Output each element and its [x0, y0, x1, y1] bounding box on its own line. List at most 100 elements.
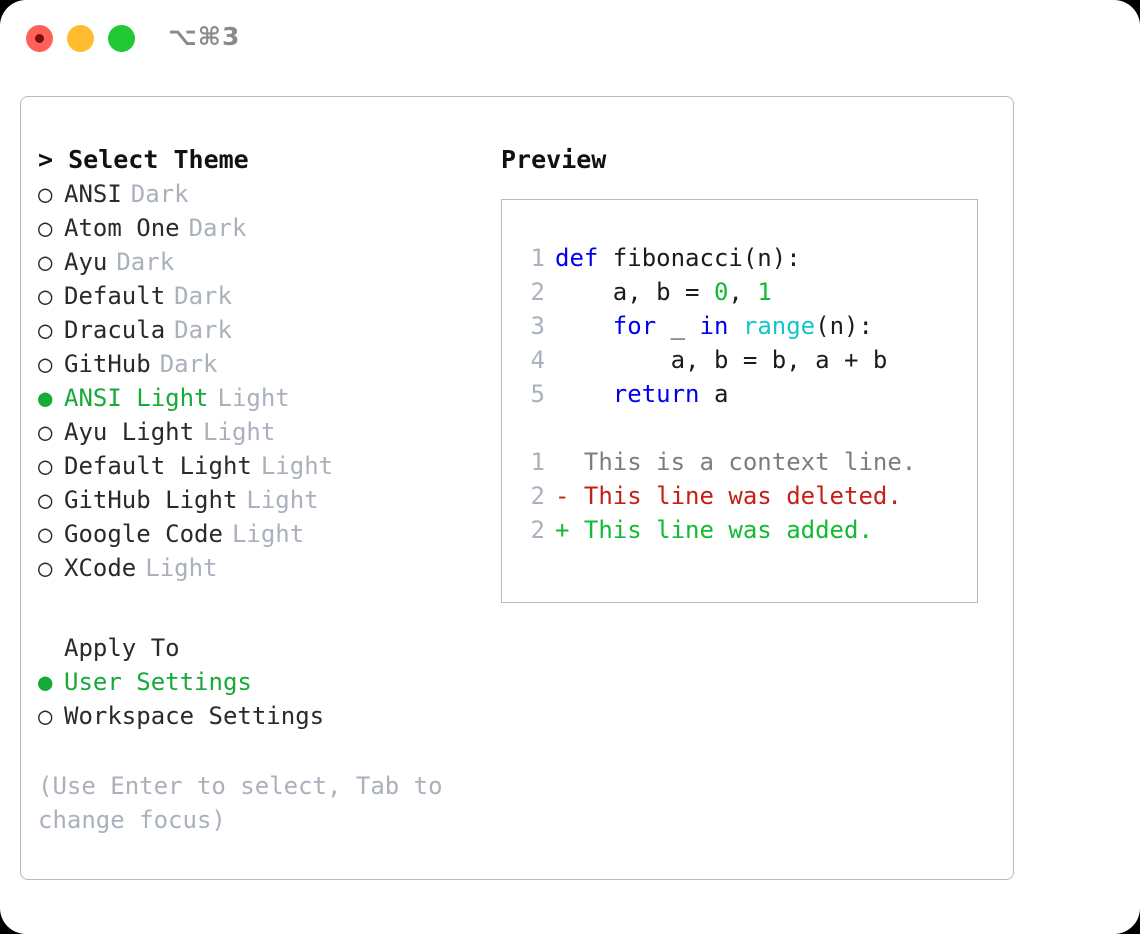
apply-to-label: Workspace Settings — [64, 702, 325, 730]
apply-to-label: User Settings — [64, 668, 252, 696]
line-number: 2 — [530, 516, 545, 544]
maximize-button[interactable] — [108, 25, 135, 52]
theme-list-item[interactable]: ● ANSI Light Light — [38, 381, 478, 415]
radio-unselected-icon[interactable]: ○ — [38, 282, 53, 310]
code-token — [555, 312, 613, 340]
theme-name-label: GitHub Light — [64, 486, 238, 514]
diff-line: 1 This is a context line. — [519, 445, 917, 479]
code-line: 5 return a — [519, 377, 916, 411]
theme-variant-tag: Dark — [116, 248, 175, 276]
theme-panel-heading: > Select Theme — [38, 145, 249, 174]
radio-unselected-icon[interactable]: ○ — [38, 214, 53, 242]
code-token: a — [699, 380, 729, 408]
keyboard-hint: (Use Enter to select, Tab to change focu… — [38, 772, 458, 834]
apply-to-heading: Apply To — [64, 634, 180, 662]
code-token: fibonacci(n): — [612, 244, 801, 272]
theme-list-item[interactable]: ○ GitHub Light Light — [38, 483, 478, 517]
section-spacer — [38, 585, 478, 631]
code-token: _ — [656, 312, 700, 340]
radio-unselected-icon[interactable]: ○ — [38, 452, 53, 480]
code-token — [728, 312, 742, 340]
code-token: 1 — [757, 278, 772, 306]
code-token: a, b = b, a + b — [555, 346, 888, 374]
theme-name-label: Dracula — [64, 316, 166, 344]
theme-name-label: Google Code — [64, 520, 223, 548]
line-number: 2 — [530, 278, 545, 306]
theme-name-label: Ayu Light — [64, 418, 195, 446]
line-number: 4 — [530, 346, 545, 374]
diff-text: This line was added. — [583, 516, 873, 544]
minimize-button[interactable] — [67, 25, 94, 52]
radio-unselected-icon[interactable]: ○ — [38, 418, 53, 446]
diff-marker: + — [555, 516, 584, 544]
diff-text: This is a context line. — [583, 448, 917, 476]
apply-to-item[interactable]: ● User Settings — [38, 665, 478, 699]
radio-unselected-icon[interactable]: ○ — [38, 180, 53, 208]
theme-variant-tag: Light — [145, 554, 218, 582]
theme-variant-tag: Light — [231, 520, 305, 548]
theme-list-item[interactable]: ○ XCode Light — [38, 551, 478, 585]
diff-text: This line was deleted. — [583, 482, 902, 510]
radio-unselected-icon[interactable]: ○ — [38, 554, 53, 582]
theme-name-label: Atom One — [64, 214, 180, 242]
line-number: 5 — [530, 380, 545, 408]
theme-list-item[interactable]: ○ Atom One Dark — [38, 211, 478, 245]
apply-to-item[interactable]: ○ Workspace Settings — [38, 699, 478, 733]
theme-list-item[interactable]: ○ GitHub Dark — [38, 347, 478, 381]
radio-unselected-icon[interactable]: ○ — [38, 702, 53, 730]
radio-selected-icon[interactable]: ● — [38, 384, 53, 412]
preview-heading: Preview — [501, 145, 607, 174]
theme-name-label: Default — [64, 282, 166, 310]
line-number: 1 — [530, 244, 545, 272]
code-line: 4 a, b = b, a + b — [519, 343, 916, 377]
line-number: 1 — [530, 448, 545, 476]
code-token: for — [612, 312, 657, 340]
theme-list-item[interactable]: ○ Ayu Dark — [38, 245, 478, 279]
theme-variant-tag: Light — [246, 486, 319, 514]
theme-variant-tag: Light — [217, 384, 290, 412]
diff-line: 2- This line was deleted. — [519, 479, 916, 513]
code-token: 0 — [713, 278, 729, 306]
diff-marker — [555, 448, 584, 476]
theme-variant-tag: Dark — [159, 350, 218, 378]
code-token: def — [555, 244, 613, 272]
title-bar: ⌥⌘3 — [0, 0, 1140, 78]
radio-selected-icon[interactable]: ● — [38, 668, 53, 696]
radio-unselected-icon[interactable]: ○ — [38, 520, 53, 548]
theme-name-label: ANSI Light — [64, 384, 209, 412]
radio-unselected-icon[interactable]: ○ — [38, 486, 53, 514]
theme-variant-tag: Dark — [188, 214, 247, 242]
theme-list-item[interactable]: ○ Ayu Light Light — [38, 415, 478, 449]
theme-variant-tag: Light — [260, 452, 334, 480]
theme-variant-tag: Light — [203, 418, 276, 446]
radio-unselected-icon[interactable]: ○ — [38, 248, 53, 276]
close-button[interactable] — [26, 25, 53, 52]
code-line: 1 def fibonacci(n): — [519, 241, 916, 275]
diff-line: 2 + This line was added. — [519, 513, 916, 547]
code-token — [555, 380, 613, 408]
theme-name-label: Ayu — [64, 248, 108, 276]
theme-list-item[interactable]: ○ Default Dark — [38, 279, 478, 313]
code-token: a, b = — [555, 278, 714, 306]
theme-name-label: GitHub — [64, 350, 151, 378]
radio-unselected-icon[interactable]: ○ — [38, 316, 53, 344]
theme-name-label: XCode — [64, 554, 137, 582]
traffic-light-group — [26, 25, 135, 52]
code-blank-line — [519, 411, 916, 445]
code-line: 2 a, b = 0, 1 — [519, 275, 916, 309]
theme-list-item[interactable]: ○ Google Code Light — [38, 517, 478, 551]
code-token: range — [742, 312, 816, 340]
code-token: , — [728, 278, 758, 306]
radio-unselected-icon[interactable]: ○ — [38, 350, 53, 378]
diff-marker: - — [555, 482, 584, 510]
theme-variant-tag: Dark — [174, 282, 232, 310]
